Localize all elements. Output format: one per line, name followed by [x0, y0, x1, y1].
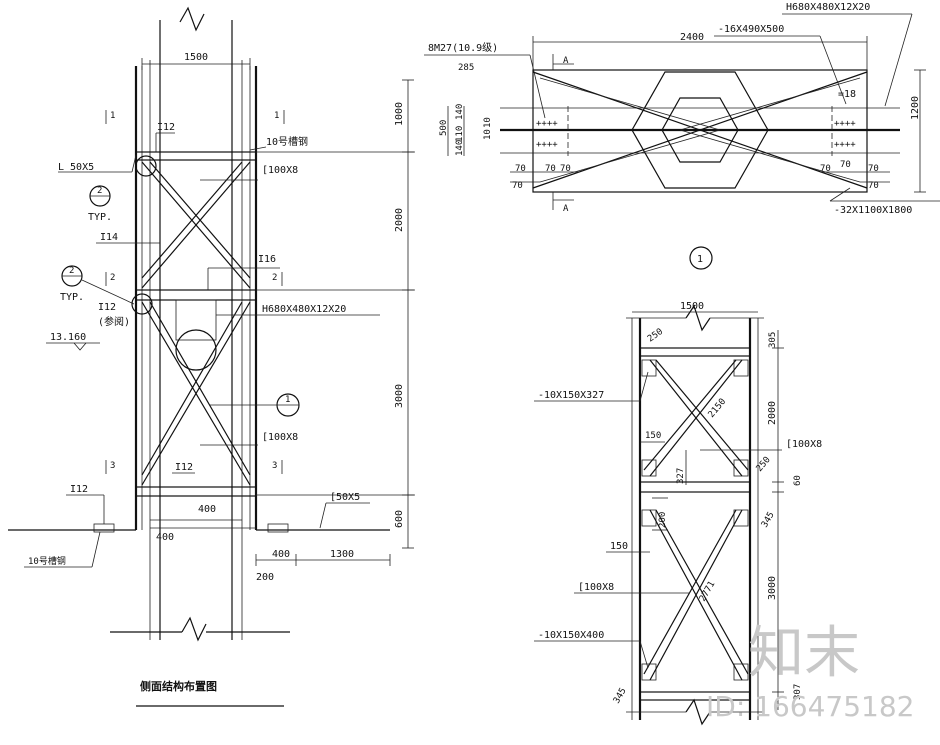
- side-dim-400c: 400: [272, 549, 290, 560]
- side-width-dim: 1500: [184, 52, 208, 63]
- plan-dim-2400: 2400: [680, 32, 704, 43]
- side-dim-600: 600: [394, 510, 405, 528]
- plan-plate-top: -16X490X500: [718, 24, 784, 35]
- label-c100x8-top: [100X8: [262, 165, 298, 176]
- plan-dim-10b: 10: [483, 129, 493, 140]
- sec-1a: 1: [110, 111, 115, 121]
- plan-dim-1200: 1200: [910, 96, 921, 120]
- plan-dim-10a: 10: [483, 117, 493, 128]
- label-i12-base: I12: [70, 484, 88, 495]
- detail-dim-307: 307: [793, 684, 803, 700]
- detail-dim-2000: 2000: [767, 401, 778, 425]
- detail-250-top: 250: [646, 327, 665, 345]
- detail-150a: 150: [645, 431, 661, 441]
- plan-70e: 70: [820, 164, 831, 174]
- plan-70c: 70: [560, 164, 571, 174]
- detail-dim-3000: 3000: [767, 576, 778, 600]
- side-dim-2000: 2000: [394, 208, 405, 232]
- label-ref: (参阅): [98, 315, 130, 328]
- plan-70h: 70: [868, 181, 879, 191]
- plan-70g: 70: [868, 164, 879, 174]
- side-view: 1500 1000 2000 3000 600 400 400 400 1300…: [8, 6, 415, 707]
- plan-70d: 70: [512, 181, 523, 191]
- label-typ2: TYP.: [60, 292, 84, 303]
- label-typ1: TYP.: [88, 212, 112, 223]
- side-dim-400b: 400: [156, 532, 174, 543]
- label-ch10-top: 10号槽钢: [266, 135, 308, 148]
- label-i12-low: I12: [175, 462, 193, 473]
- plan-bolt: 8M27(10.9级): [428, 42, 498, 54]
- label-i16: I16: [258, 254, 276, 265]
- detail-width-dim: 1500: [680, 301, 704, 312]
- sec-2a: 2: [110, 273, 115, 283]
- plan-dim-140b: 140: [455, 140, 465, 156]
- plan-70b: 70: [545, 164, 556, 174]
- plan-h680: H680X480X12X20: [786, 2, 870, 13]
- plan-dim-500: 500: [439, 120, 449, 136]
- plan-sec-a1: A: [563, 56, 569, 66]
- plan-bolt-sub: 285: [458, 63, 474, 73]
- label-h680-side: H680X480X12X20: [262, 304, 346, 315]
- plan-sec-a2: A: [563, 204, 569, 214]
- detail-plate-400: -10X150X400: [538, 630, 604, 641]
- label-i12-mid: I12: [98, 302, 116, 313]
- watermark-brand: 知末: [748, 621, 860, 686]
- side-dim-1000: 1000: [394, 102, 405, 126]
- sec-3b: 3: [272, 461, 277, 471]
- detail-plate-327: -10X150X327: [538, 390, 604, 401]
- plan-70a: 70: [515, 164, 526, 174]
- detail-dim-60: 60: [793, 475, 803, 486]
- sec-1b: 1: [274, 111, 279, 121]
- sec-3a: 3: [110, 461, 115, 471]
- side-dim-3000: 3000: [394, 384, 405, 408]
- plan-dim-110: 110: [455, 126, 465, 142]
- svg-text:++++: ++++: [536, 119, 558, 129]
- watermark-id: ID: 166475182: [706, 690, 914, 723]
- watermark: 知末 ID: 166475182: [706, 621, 914, 723]
- detail-c100x8b: [100X8: [578, 582, 614, 593]
- label-ch10-base: 10号槽钢: [28, 555, 66, 567]
- detail-200: 200: [658, 512, 668, 528]
- detail-250b: 250: [755, 455, 773, 474]
- detail-345b: 345: [612, 686, 629, 705]
- svg-text:++++: ++++: [834, 140, 856, 150]
- label-i12-top: I12: [157, 122, 175, 133]
- side-dim-400a: 400: [198, 504, 216, 515]
- side-dim-1300: 1300: [330, 549, 354, 560]
- detail-view: 1500 305 2000 60 3000 307 -10X150X327 25…: [534, 301, 822, 726]
- detail-dim-305: 305: [768, 332, 778, 348]
- side-dim-200: 200: [256, 572, 274, 583]
- plan-t18: =18: [838, 89, 856, 100]
- plan-plate-bot: -32X1100X1800: [834, 205, 912, 216]
- label-c100x8-mid: [100X8: [262, 432, 298, 443]
- detail-150b: 150: [610, 541, 628, 552]
- detail-c100x8a: [100X8: [786, 439, 822, 450]
- plan-circle-label: 1: [697, 254, 703, 265]
- detail-2771: 2771: [698, 580, 718, 604]
- plan-view: ++++ ++++ ++++ ++++ 2400 8M27(10.9级) 285…: [424, 2, 940, 270]
- label-elev: 13.160: [50, 332, 86, 343]
- sec-2b: 2: [272, 273, 277, 283]
- circle-2a: 2: [97, 186, 102, 196]
- side-view-title: 侧面结构布置图: [140, 679, 217, 693]
- plan-70f: 70: [840, 160, 851, 170]
- label-c50x5: [50X5: [330, 492, 360, 503]
- label-i14: I14: [100, 232, 118, 243]
- svg-text:++++: ++++: [536, 140, 558, 150]
- detail-327: 327: [676, 468, 686, 484]
- circle-1: 1: [285, 395, 290, 405]
- plan-dim-140a: 140: [455, 104, 465, 120]
- circle-2b: 2: [69, 266, 74, 276]
- detail-345a: 345: [760, 510, 777, 529]
- svg-text:++++: ++++: [834, 119, 856, 129]
- label-l50x5: L 50X5: [58, 162, 94, 173]
